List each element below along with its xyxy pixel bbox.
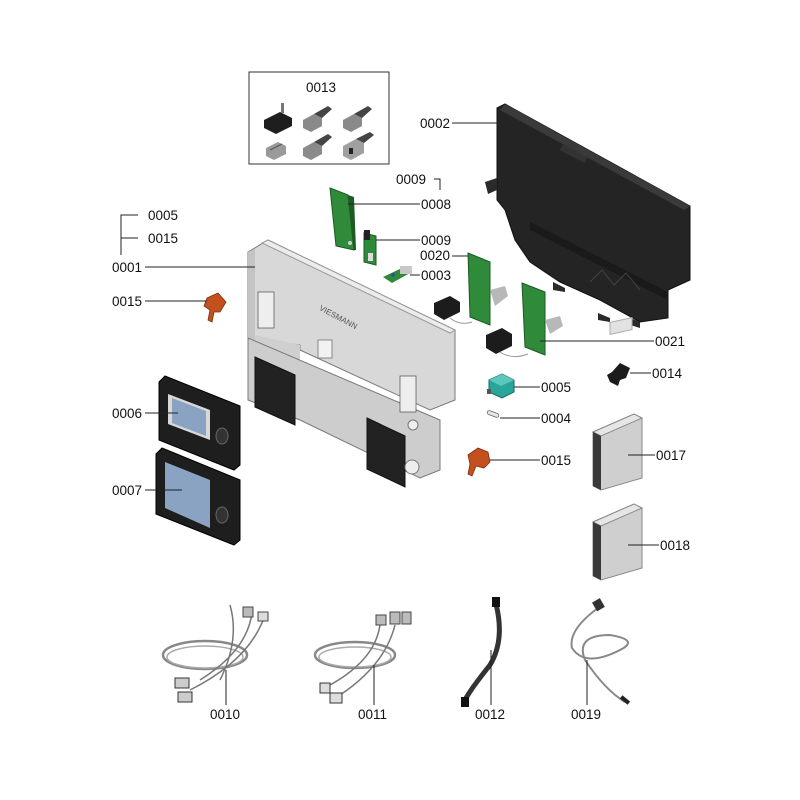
- connector-grey-1: [303, 106, 332, 132]
- label-0017: 0017: [656, 448, 686, 463]
- connector-grey-3: [303, 134, 332, 160]
- part-0013-connector-kit[interactable]: 0013: [248, 71, 390, 165]
- label-0009: 0009: [421, 233, 451, 248]
- part-0014-cable-clip[interactable]: [607, 363, 630, 386]
- part-0019-sensor-cable[interactable]: [570, 598, 631, 705]
- connector-terminal-block: [266, 142, 286, 160]
- part-0007-control-display[interactable]: [155, 447, 241, 546]
- part-0015-strain-relief-right[interactable]: [467, 447, 491, 477]
- part-0011-cable-harness[interactable]: [313, 611, 412, 704]
- part-0004-fuse[interactable]: [486, 410, 500, 418]
- label-0020: 0020: [420, 248, 450, 263]
- label-0001: 0001: [112, 260, 142, 275]
- part-0002-rear-frame[interactable]: [485, 103, 691, 328]
- connector-black: [264, 103, 292, 134]
- part-0018-enclosure[interactable]: [591, 503, 644, 581]
- label-0021: 0021: [655, 334, 685, 349]
- label-0008: 0008: [421, 197, 451, 212]
- label-0004: 0004: [541, 411, 572, 426]
- label-0003: 0003: [421, 268, 451, 283]
- label-0002: 0002: [420, 116, 450, 131]
- part-0015-strain-relief-left[interactable]: [203, 292, 227, 323]
- label-0015-left: 0015: [112, 294, 142, 309]
- label-0019: 0019: [571, 707, 601, 722]
- label-0009-top: 0009: [396, 172, 426, 187]
- part-0012-ribbon-cable[interactable]: [461, 597, 502, 707]
- bracket-group: 0005 0015: [120, 208, 178, 255]
- label-0015-bracket: 0015: [148, 231, 178, 246]
- label-0013: 0013: [306, 80, 336, 95]
- label-0012: 0012: [475, 707, 505, 722]
- label-0011: 0011: [358, 707, 387, 722]
- part-0001-main-housing[interactable]: VIESMANN: [247, 239, 457, 488]
- part-0003-small-pcb[interactable]: [383, 266, 412, 283]
- part-0009-pcb-card[interactable]: [363, 230, 377, 266]
- label-0007: 0007: [112, 483, 142, 498]
- part-0010-cable-harness[interactable]: [161, 604, 269, 703]
- label-0014: 0014: [652, 366, 683, 381]
- connector-grey-2: [343, 106, 372, 132]
- label-0010: 0010: [210, 707, 240, 722]
- bracket-line: [120, 214, 138, 255]
- part-0020-pcb-relay[interactable]: [434, 252, 508, 326]
- label-0005: 0005: [541, 380, 571, 395]
- leader-0009-top: [434, 178, 441, 190]
- part-0005-teal-module[interactable]: [487, 373, 515, 399]
- part-0017-enclosure[interactable]: [591, 317, 644, 491]
- connector-grey-4: [343, 132, 374, 160]
- label-0015-right: 0015: [541, 453, 571, 468]
- label-0005-bracket: 0005: [148, 208, 178, 223]
- part-0021-pcb-relay[interactable]: [486, 282, 563, 358]
- label-0018: 0018: [660, 538, 690, 553]
- part-0006-control-display[interactable]: [158, 375, 241, 471]
- label-0006: 0006: [112, 406, 142, 421]
- part-0008-pcb-card[interactable]: [329, 187, 356, 251]
